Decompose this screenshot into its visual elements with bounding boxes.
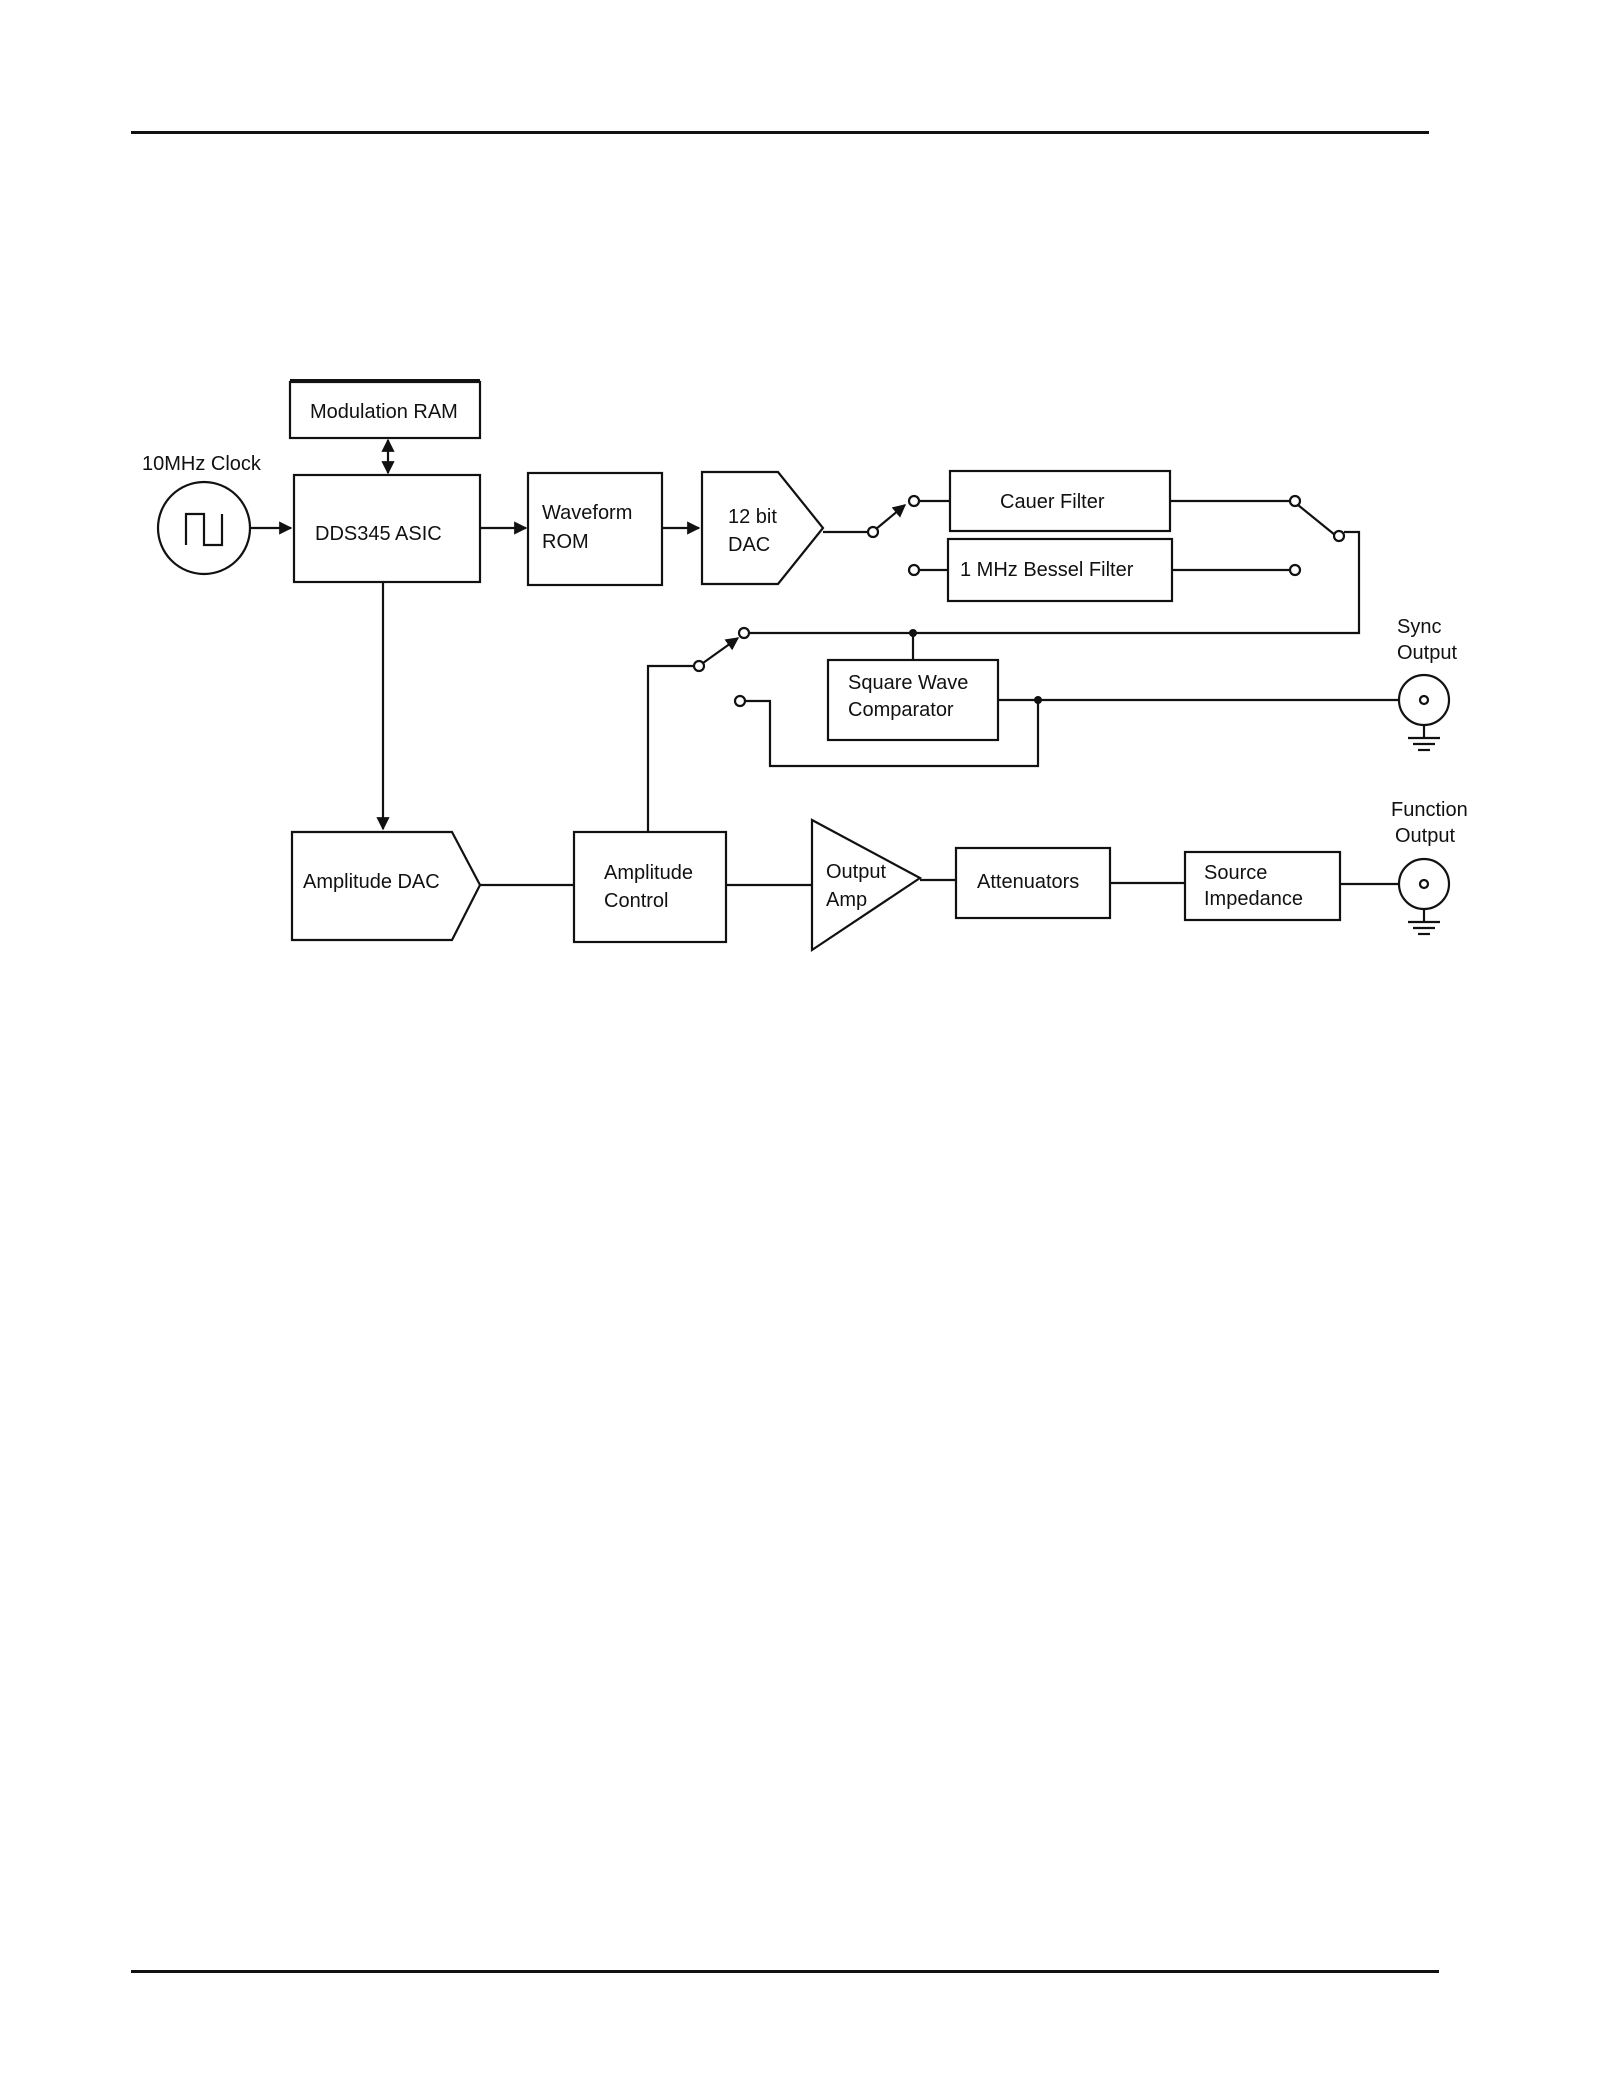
function-output-connector: Function Output [1391,799,1468,934]
amplitude-dac-block: Amplitude DAC [292,832,480,940]
function-output-label-1: Function [1391,799,1468,821]
waveform-rom-box [528,473,662,585]
filter-switch-contact-cauer [909,496,919,506]
amplitude-control-label-1: Amplitude [604,862,693,884]
asic-label: DDS345 ASIC [315,523,442,545]
cauer-filter-block: Cauer Filter [950,471,1170,531]
mode-select-switch [694,628,749,706]
bessel-filter-block: 1 MHz Bessel Filter [948,539,1172,601]
clock-source: 10MHz Clock [142,453,262,574]
sync-output-label-1: Sync [1397,616,1441,638]
asic-block: DDS345 ASIC [294,475,480,582]
source-impedance-label-2: Impedance [1204,888,1303,910]
source-impedance-block: Source Impedance [1185,852,1340,920]
waveform-rom-block: Waveform ROM [528,473,662,585]
waveform-rom-label-1: Waveform [542,502,632,524]
modulation-ram-block: Modulation RAM [290,381,480,438]
attenuators-block: Attenuators [956,848,1110,918]
comparator-label-1: Square Wave [848,672,968,694]
source-impedance-label-1: Source [1204,862,1267,884]
output-switch-pivot [1334,531,1344,541]
mode-switch-contact-sine [739,628,749,638]
output-amp-label-2: Amp [826,889,867,911]
attenuators-label: Attenuators [977,871,1079,893]
function-output-label-2: Output [1395,825,1455,847]
amplitude-control-box [574,832,726,942]
dac12-block: 12 bit DAC [702,472,823,584]
amplitude-control-label-2: Control [604,890,668,912]
mode-switch-pivot [694,661,704,671]
mode-switch-contact-square [735,696,745,706]
output-switch-blade [1298,505,1335,535]
clock-label: 10MHz Clock [142,453,262,475]
filter-switch-contact-bessel [909,565,919,575]
output-switch-contact-bessel [1290,565,1300,575]
sync-output-connector: Sync Output [1397,616,1457,750]
filter-output-switch [1290,496,1344,575]
bessel-filter-label: 1 MHz Bessel Filter [960,559,1134,581]
modulation-ram-label: Modulation RAM [310,401,458,423]
waveform-rom-label-2: ROM [542,531,589,553]
dac12-label-2: DAC [728,534,770,556]
comparator-label-2: Comparator [848,699,954,721]
dac12-shape [702,472,823,584]
wire-mode-to-amp-control [648,666,694,831]
output-amp-label-1: Output [826,861,886,883]
sync-output-label-2: Output [1397,642,1457,664]
amplitude-control-block: Amplitude Control [574,832,726,942]
function-bnc-center [1420,880,1428,888]
dac12-label-1: 12 bit [728,506,777,528]
cauer-filter-label: Cauer Filter [1000,491,1105,513]
comparator-block: Square Wave Comparator [828,660,998,740]
sync-bnc-center [1420,696,1428,704]
output-amp-triangle [812,820,920,950]
mode-switch-blade [703,638,738,663]
filter-switch-blade [876,505,905,529]
filter-select-switch [868,496,919,575]
amplitude-dac-label: Amplitude DAC [303,871,440,893]
output-amp-block: Output Amp [812,820,920,950]
